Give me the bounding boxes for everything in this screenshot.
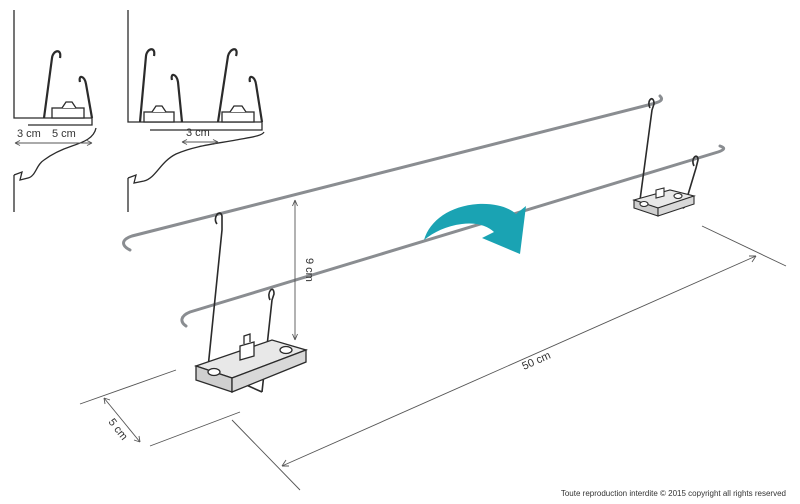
inset-left-dimension-a: 3 cm — [17, 128, 41, 140]
lower-rod — [180, 144, 726, 328]
height-dimension — [292, 199, 298, 341]
copyright-notice: Toute reproduction interdite © 2015 copy… — [560, 489, 786, 498]
right-base-plate — [632, 187, 696, 217]
height-label: 9 cm — [303, 258, 315, 282]
left-base-plate — [193, 333, 309, 393]
inset-double-rail — [127, 10, 265, 212]
upper-rod — [122, 94, 664, 252]
curved-rotation-arrow-icon — [424, 203, 526, 254]
inset-right-dimension: 3 cm — [186, 127, 210, 139]
length-dimension — [231, 225, 787, 491]
depth-label: 5 cm — [106, 416, 130, 442]
depth-dimension — [79, 369, 241, 447]
inset-left-dimension-b: 5 cm — [52, 128, 76, 140]
inset-single-rail — [13, 10, 97, 212]
